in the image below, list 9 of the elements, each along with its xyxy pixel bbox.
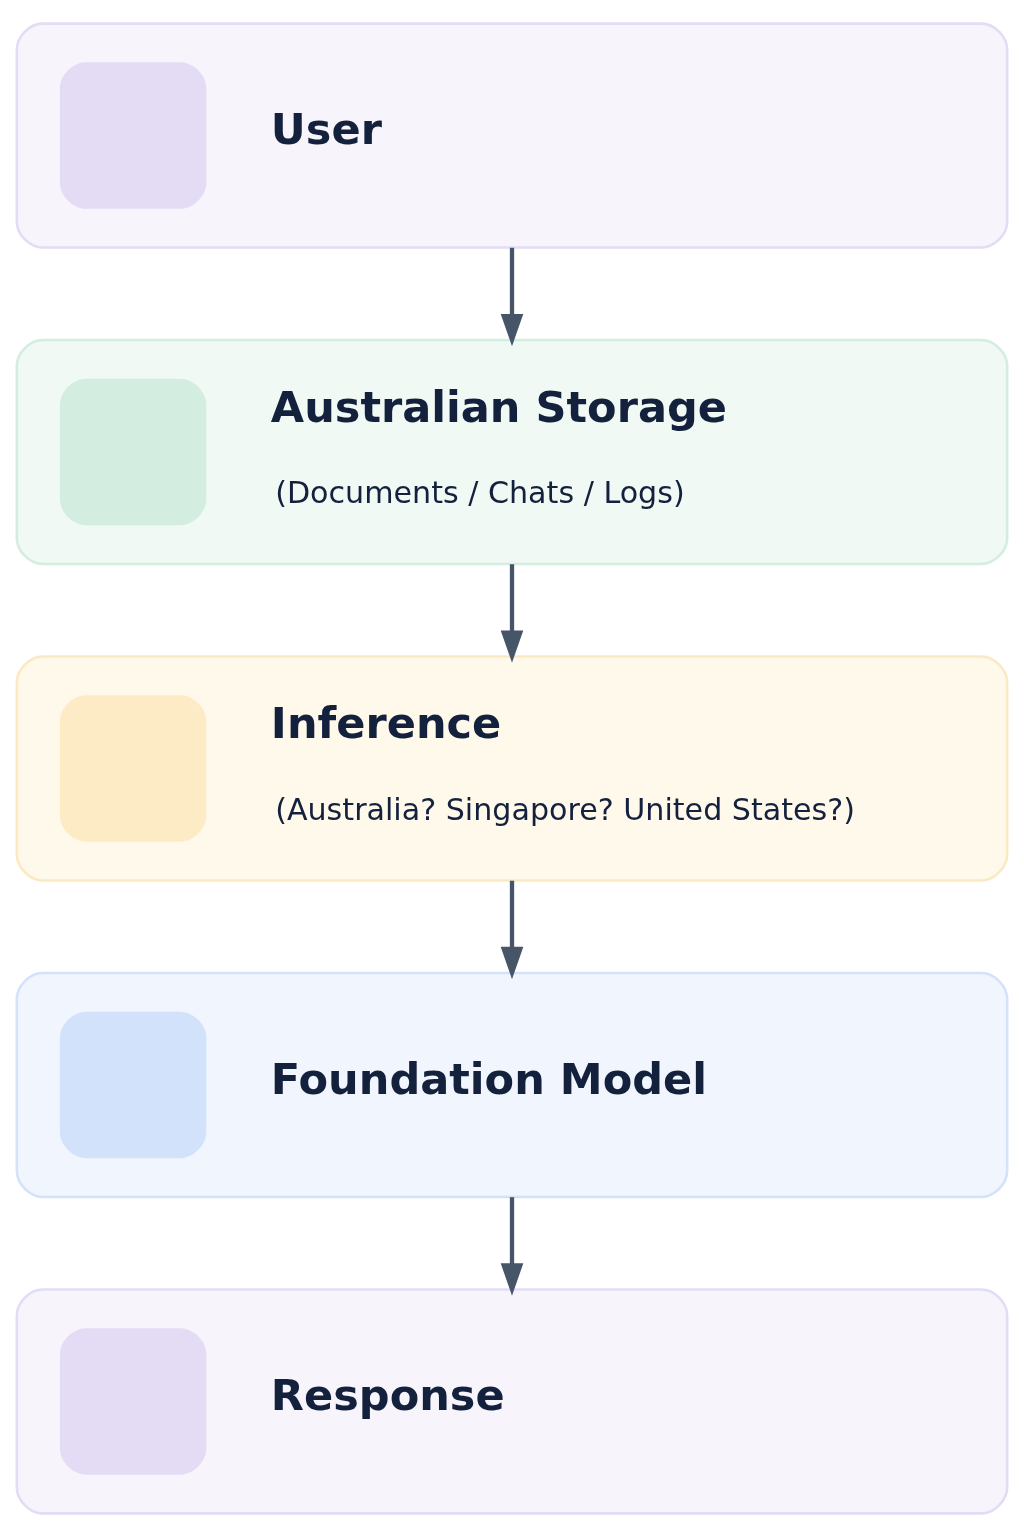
node-box: Inference (Australia? Singapore? United States?): [15, 654, 1009, 882]
arrow: [500, 563, 524, 663]
arrow: [500, 880, 524, 979]
arrow: [500, 1196, 524, 1296]
arrow: [500, 247, 524, 346]
node-box: User: [15, 21, 1009, 249]
node-box: Australian Storage (Documents / Chats / Logs): [15, 338, 1009, 565]
node-box: Foundation Model: [15, 971, 1009, 1198]
node-box: Response: [15, 1287, 1009, 1515]
